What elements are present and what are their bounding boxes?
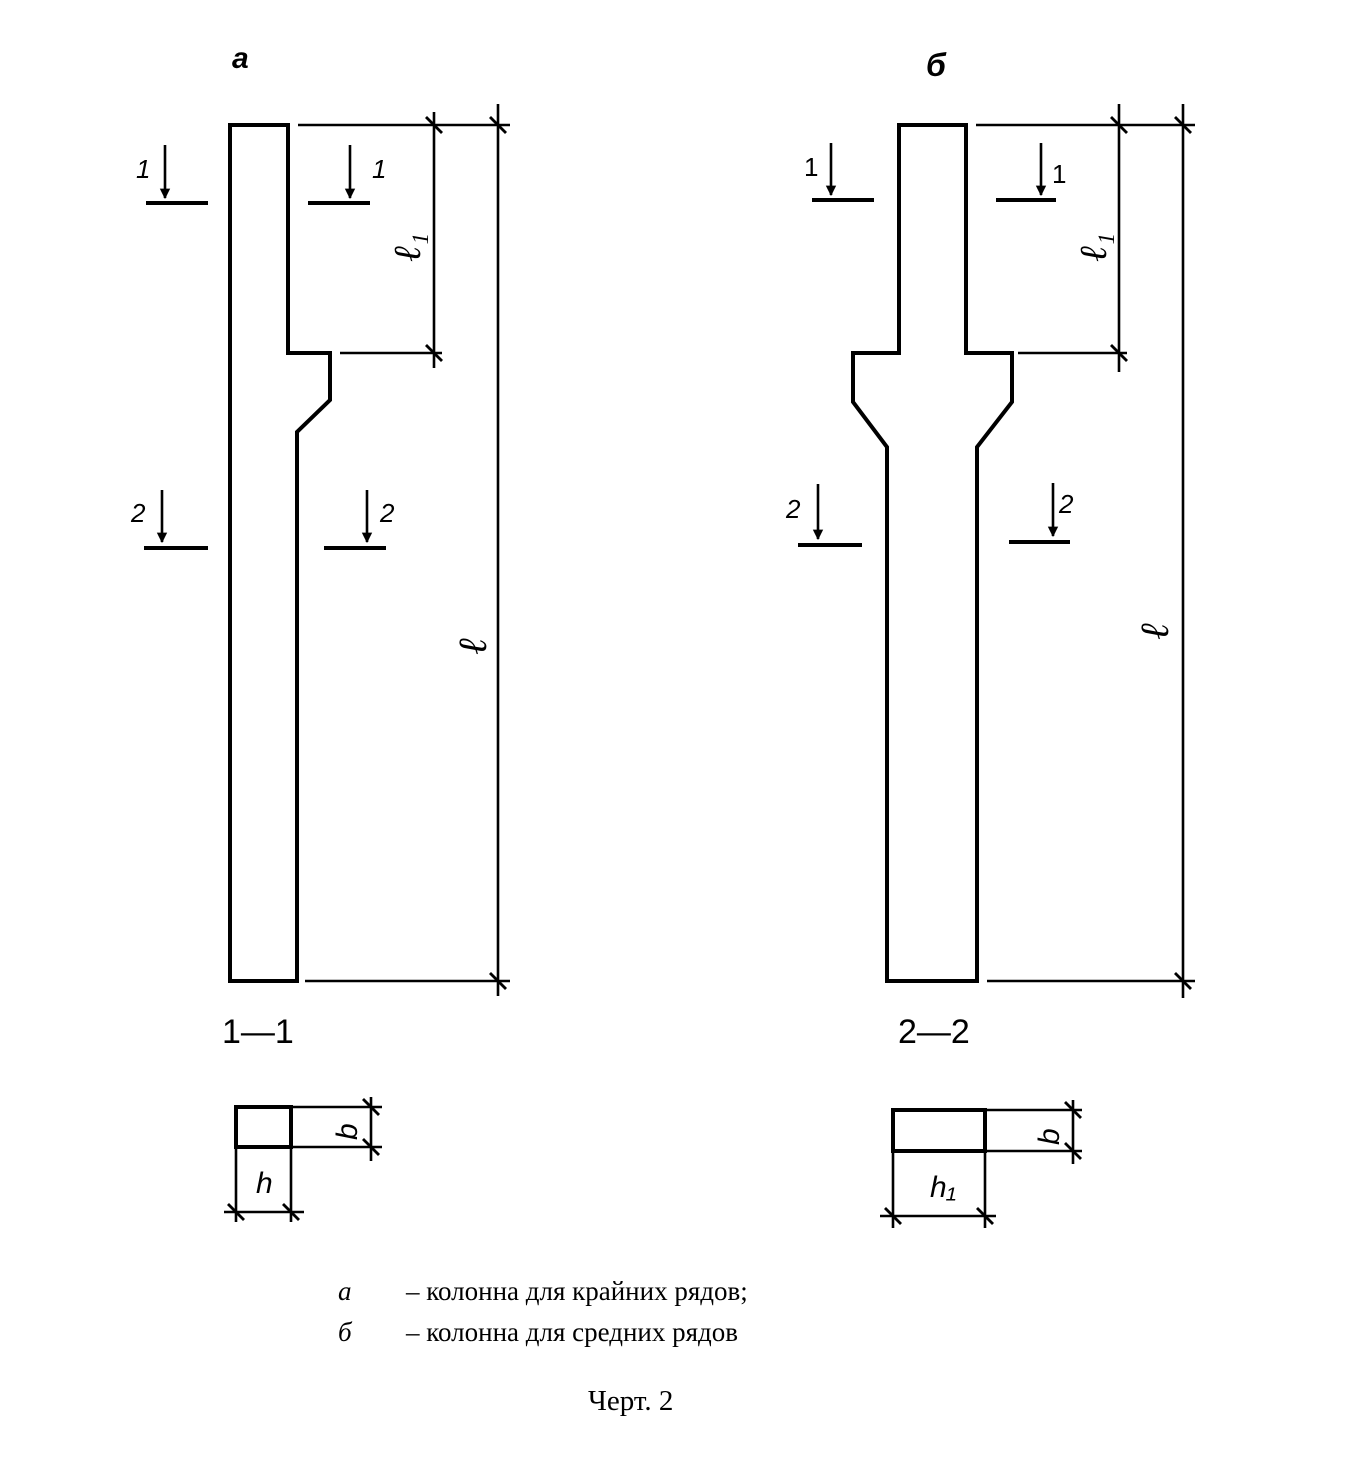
figure-caption: Черт. 2 (588, 1385, 673, 1417)
cut-mark-b-1-right: 1 (996, 143, 1066, 202)
cut-label: 1 (1052, 159, 1066, 189)
section-2-2: 2—2 b h₁ (880, 1013, 1082, 1228)
cut-label: 2 (379, 498, 395, 528)
dim-l1-label: ℓ₁ (387, 233, 429, 262)
dim-l-label: ℓ (450, 638, 495, 655)
legend: а – колонна для крайних рядов; б – колон… (338, 1276, 748, 1347)
column-b-outline (851, 123, 1014, 983)
dim-h-label: h (256, 1167, 273, 1200)
variant-b-label: б (926, 47, 947, 83)
cut-label: 1 (372, 154, 386, 184)
column-a: а 1 1 2 2 (130, 42, 510, 1222)
dimension-b-l1: ℓ₁ (976, 104, 1128, 372)
dim-b-label: b (1033, 1128, 1066, 1145)
section-2-rect (891, 1108, 987, 1153)
cut-mark-a-1-left: 1 (136, 145, 208, 205)
cut-mark-b-2-right: 2 (1009, 483, 1074, 544)
column-b: б 1 1 2 2 (785, 47, 1195, 1228)
cut-label: 1 (136, 154, 150, 184)
section-2-title: 2—2 (898, 1013, 970, 1051)
legend-a-key: а (338, 1276, 352, 1306)
section-1-1: 1—1 b h (222, 1013, 382, 1222)
cut-label: 2 (785, 494, 801, 524)
variant-a-label: а (232, 42, 249, 75)
column-a-outline (228, 123, 332, 983)
dim-l-label: ℓ (1132, 623, 1177, 640)
legend-b-text: – колонна для средних рядов (405, 1317, 738, 1347)
cut-mark-a-2-right: 2 (324, 490, 395, 550)
cut-label: 1 (804, 152, 818, 182)
dim-b-label: b (331, 1123, 364, 1140)
dim-h1-label: h₁ (930, 1171, 956, 1204)
section-1-rect (234, 1105, 293, 1149)
legend-b-key: б (338, 1317, 353, 1347)
dimension-a-l: ℓ (305, 104, 510, 996)
cut-mark-a-2-left: 2 (130, 490, 208, 550)
cut-mark-a-1-right: 1 (308, 145, 386, 205)
dimension-a-l1: ℓ₁ (298, 112, 443, 368)
cut-mark-b-1-left: 1 (804, 143, 874, 202)
dimension-b-l: ℓ (987, 104, 1195, 998)
legend-a-text: – колонна для крайних рядов; (405, 1276, 748, 1306)
dim-l1-label: ℓ₁ (1073, 233, 1115, 262)
cut-mark-b-2-left: 2 (785, 484, 862, 547)
cut-label: 2 (1058, 489, 1074, 519)
cut-label: 2 (130, 498, 146, 528)
section-1-title: 1—1 (222, 1013, 294, 1051)
